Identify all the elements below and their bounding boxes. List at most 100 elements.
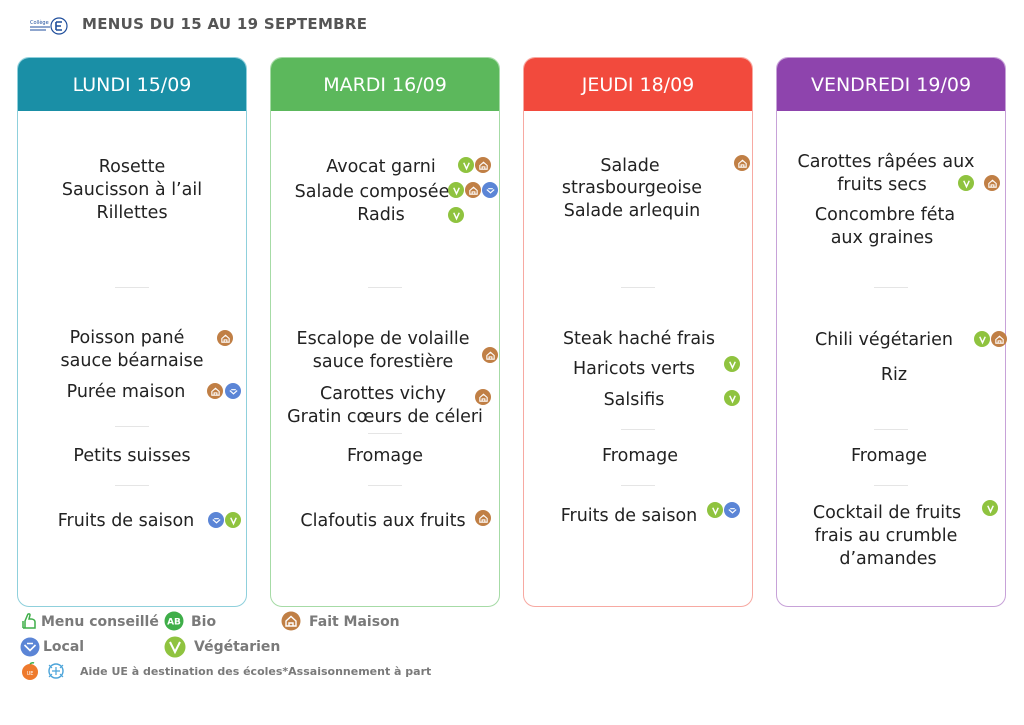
fait-maison-icon: [217, 330, 233, 346]
day-header-lundi: LUNDI 15/09: [18, 58, 246, 111]
menu-line: Steak haché frais: [562, 329, 716, 349]
day-body-mardi: Avocat garni Salade composée Radis Escal…: [271, 111, 499, 606]
menu-line: sauce béarnaise: [60, 351, 204, 371]
day-header-jeudi: JEUDI 18/09: [524, 58, 752, 111]
vegetarien-icon: [225, 512, 241, 528]
legend-bio: Bio: [191, 614, 217, 630]
menu-line: fruits secs: [837, 175, 927, 195]
menu-line: Fromage: [851, 446, 927, 466]
separator: [874, 485, 908, 486]
separator: [368, 287, 402, 288]
day-card-jeudi: JEUDI 18/09 Salade strasbourgeoise Salad…: [523, 57, 753, 607]
bio-icon: AB: [164, 611, 184, 631]
menu-line: strasbourgeoise: [561, 178, 703, 198]
logo-text: Collège: [30, 19, 49, 26]
vegetarien-icon: [958, 175, 974, 191]
vegetarien-icon: [974, 331, 990, 347]
menu-line: Haricots verts: [572, 359, 696, 379]
legend-vegetarien: Végétarien: [194, 639, 281, 655]
menu-line: aux graines: [830, 228, 934, 248]
legend-note: Aide UE à destination des écoles*Assaiso…: [80, 665, 432, 678]
fait-maison-icon: [991, 331, 1007, 347]
svg-text:AB: AB: [167, 618, 181, 628]
fait-maison-icon: [734, 155, 750, 171]
fait-maison-icon: [475, 510, 491, 526]
separator: [874, 287, 908, 288]
vegetarien-icon: [164, 636, 186, 658]
day-body-lundi: Rosette Saucisson à l’ail Rillettes Pois…: [18, 111, 246, 606]
menu-line: Concombre féta: [814, 205, 956, 225]
vegetarien-icon: [448, 207, 464, 223]
legend-fait-maison: Fait Maison: [309, 614, 400, 630]
fait-maison-icon: [465, 182, 481, 198]
vegetarien-icon: [724, 390, 740, 406]
fait-maison-icon: [207, 383, 223, 399]
separator: [115, 287, 149, 288]
legend-menu-conseille: Menu conseillé: [41, 614, 159, 630]
fait-maison-icon: [482, 347, 498, 363]
separator: [874, 429, 908, 430]
local-icon: [482, 182, 498, 198]
day-body-jeudi: Salade strasbourgeoise Salade arlequin S…: [524, 111, 752, 606]
menu-line: Carottes râpées aux: [797, 152, 975, 172]
menu-line: Riz: [880, 365, 908, 385]
day-card-lundi: LUNDI 15/09 Rosette Saucisson à l’ail Ri…: [17, 57, 247, 607]
separator: [115, 426, 149, 427]
fait-maison-icon: [475, 389, 491, 405]
menu-line: Escalope de volaille: [296, 329, 470, 349]
menu-line: Salade: [600, 156, 660, 176]
local-icon: [225, 383, 241, 399]
separator: [368, 485, 402, 486]
menu-line: Fromage: [602, 446, 678, 466]
vegetarien-icon: [707, 502, 723, 518]
menu-line: d’amandes: [839, 549, 937, 569]
menu-line: Cocktail de fruits: [812, 503, 962, 523]
local-icon: [208, 512, 224, 528]
menu-line: Salade arlequin: [563, 201, 701, 221]
separator: [621, 287, 655, 288]
menu-line: sauce forestière: [312, 352, 454, 372]
vegetarien-icon: [724, 356, 740, 372]
eu-school-icon: [46, 661, 66, 681]
vegetarien-icon: [458, 157, 474, 173]
day-header-vendredi: VENDREDI 19/09: [777, 58, 1005, 111]
menu-line: Carottes vichy: [320, 384, 446, 404]
menu-line: Radis: [357, 205, 405, 225]
menu-line: frais au crumble: [814, 526, 958, 546]
day-card-vendredi: VENDREDI 19/09 Carottes râpées aux fruit…: [776, 57, 1007, 607]
local-icon: [20, 637, 40, 657]
college-logo: Collège: [28, 14, 68, 38]
separator: [621, 485, 655, 486]
page-title: MENUS DU 15 AU 19 SEPTEMBRE: [82, 15, 368, 33]
local-icon: [724, 502, 740, 518]
menu-line: Petits suisses: [73, 446, 191, 466]
fait-maison-icon: [475, 157, 491, 173]
day-body-vendredi: Carottes râpées aux fruits secs Concombr…: [777, 111, 1007, 606]
separator: [368, 433, 402, 434]
menu-line: Clafoutis aux fruits: [300, 511, 466, 531]
menu-line: Fruits de saison: [560, 506, 698, 526]
separator: [621, 429, 655, 430]
menu-line: Rillettes: [96, 203, 168, 223]
day-card-mardi: MARDI 16/09 Avocat garni Salade composée…: [270, 57, 500, 607]
vegetarien-icon: [448, 182, 464, 198]
fait-maison-icon: [281, 611, 301, 631]
vegetarien-icon: [982, 500, 998, 516]
menu-line: Poisson pané: [69, 328, 185, 348]
menu-line: Rosette: [98, 157, 166, 177]
menu-line: Fruits de saison: [57, 511, 195, 531]
day-header-mardi: MARDI 16/09: [271, 58, 499, 111]
menu-line: Saucisson à l’ail: [61, 180, 203, 200]
separator: [115, 485, 149, 486]
menu-line: Purée maison: [66, 382, 186, 402]
menu-line: Chili végétarien: [815, 330, 953, 350]
menu-line: Salsifis: [603, 390, 665, 410]
legend-local: Local: [43, 639, 85, 655]
menu-line: Fromage: [347, 446, 423, 466]
fruit-icon: UE: [20, 661, 40, 681]
menu-conseille-icon: [20, 612, 38, 630]
svg-text:UE: UE: [27, 671, 34, 677]
menu-line: Salade composée: [294, 182, 450, 202]
menu-line: Avocat garni: [326, 157, 436, 177]
menu-line: Gratin cœurs de céleri: [287, 407, 483, 427]
